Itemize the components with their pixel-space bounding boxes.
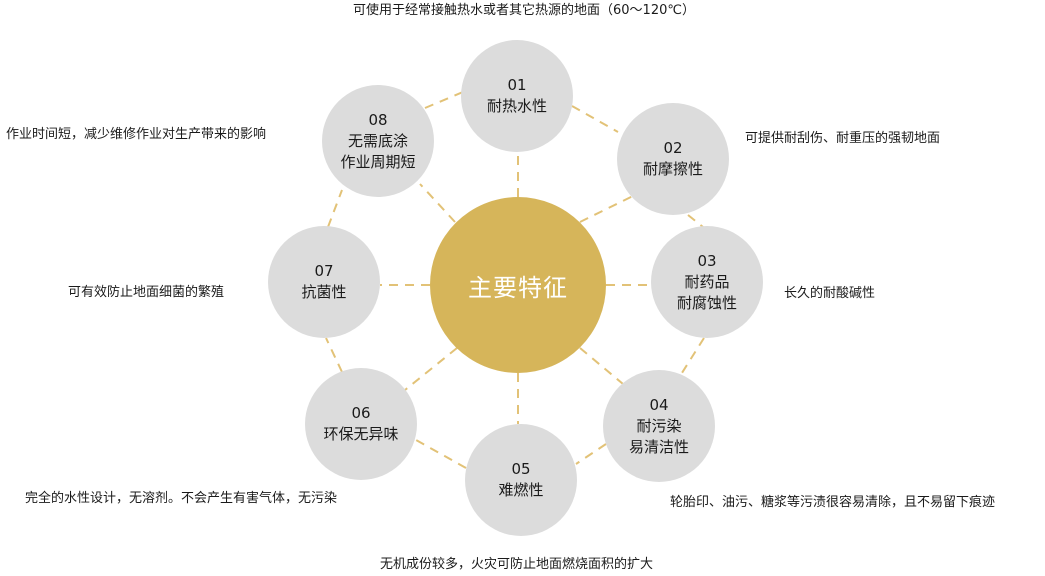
feature-number: 05 xyxy=(511,460,531,478)
ring-06-07 xyxy=(325,337,343,373)
main-features-hub: 主要特征 xyxy=(430,197,606,373)
feature-node-03: 03 耐药品 耐腐蚀性 xyxy=(651,226,763,338)
feature-description-04: 轮胎印、油污、糖浆等污渍很容易清除，且不易留下痕迹 xyxy=(670,495,996,510)
feature-node-04: 04 耐污染 易清洁性 xyxy=(603,370,715,482)
ring-08-01 xyxy=(424,91,464,109)
spoke-08 xyxy=(419,183,456,223)
feature-node-08: 08 无需底涂 作业周期短 xyxy=(322,85,434,197)
feature-node-07: 07 抗菌性 xyxy=(268,226,380,338)
feature-description-07: 可有效防止地面细菌的繁殖 xyxy=(68,285,225,300)
feature-title: 耐热水性 xyxy=(486,97,547,115)
feature-title: 无需底涂 作业周期短 xyxy=(340,131,416,171)
ring-04-05 xyxy=(575,443,607,465)
feature-description-05: 无机成份较多，火灾可防止地面燃烧面积的扩大 xyxy=(380,557,654,572)
feature-description-01: 可使用于经常接触热水或者其它热源的地面（60～120℃） xyxy=(353,3,695,18)
spoke-06 xyxy=(404,347,458,391)
feature-title: 环保无异味 xyxy=(323,425,399,443)
ring-03-04 xyxy=(679,337,705,377)
feature-title: 耐污染 易清洁性 xyxy=(628,416,689,456)
ring-07-08 xyxy=(327,189,343,228)
feature-number: 04 xyxy=(649,395,669,414)
feature-title: 抗菌性 xyxy=(301,283,347,301)
feature-number: 08 xyxy=(368,110,388,129)
feature-number: 02 xyxy=(663,139,683,157)
feature-node-02: 02 耐摩擦性 xyxy=(617,103,729,215)
feature-node-01: 01 耐热水性 xyxy=(461,40,573,152)
feature-number: 07 xyxy=(314,262,334,280)
feature-description-08: 作业时间短，减少维修作业对生产带来的影响 xyxy=(6,127,267,142)
feature-description-02: 可提供耐刮伤、耐重压的强韧地面 xyxy=(745,131,941,146)
spoke-02 xyxy=(579,193,638,223)
feature-title: 耐药品 耐腐蚀性 xyxy=(676,272,737,312)
feature-number: 01 xyxy=(507,76,527,94)
feature-title: 耐摩擦性 xyxy=(642,160,703,178)
feature-number: 03 xyxy=(697,251,717,270)
ring-01-02 xyxy=(571,105,619,133)
feature-node-06: 06 环保无异味 xyxy=(305,368,417,480)
feature-description-03: 长久的耐酸碱性 xyxy=(784,286,876,301)
ring-02-03 xyxy=(687,214,704,228)
feature-title: 难燃性 xyxy=(498,481,544,499)
center-label: 主要特征 xyxy=(468,273,568,302)
spoke-04 xyxy=(579,347,624,385)
feature-node-05: 05 难燃性 xyxy=(465,424,577,536)
feature-description-06: 完全的水性设计，无溶剂。不会产生有害气体，无污染 xyxy=(25,491,338,506)
feature-number: 06 xyxy=(351,404,371,422)
ring-05-06 xyxy=(415,439,467,469)
